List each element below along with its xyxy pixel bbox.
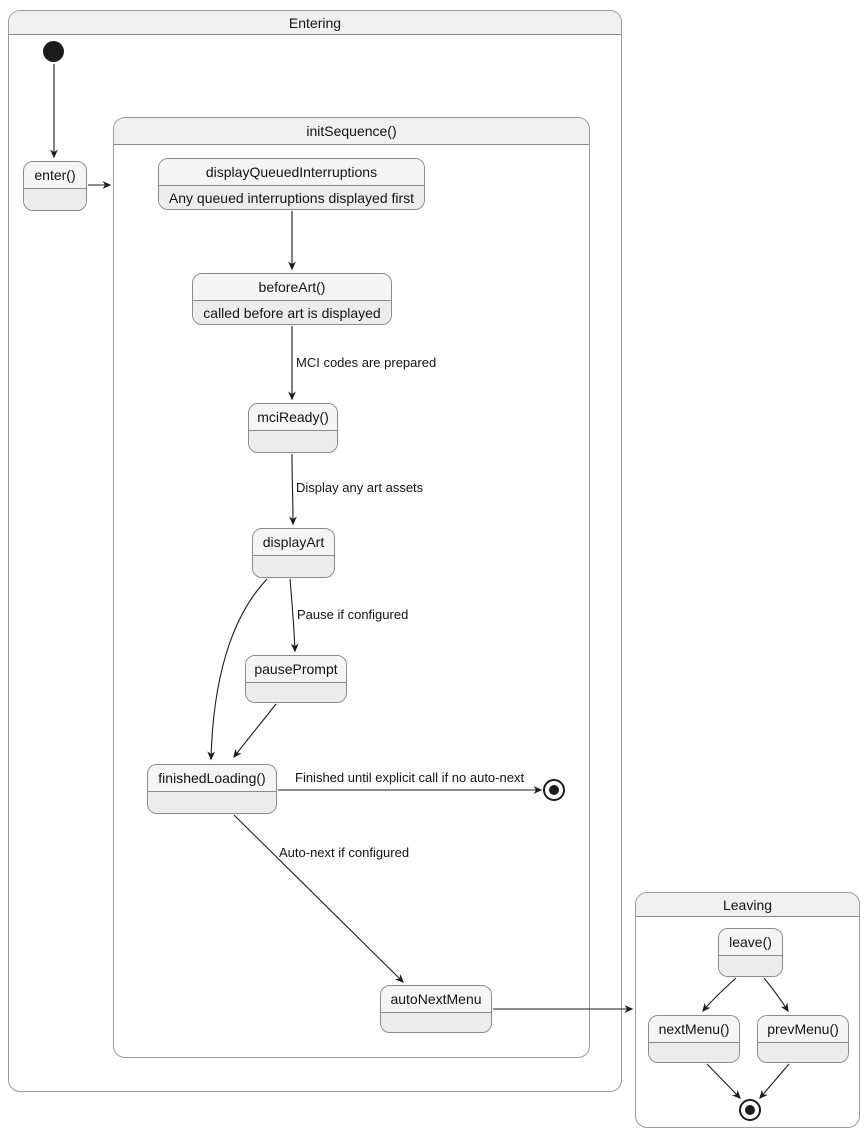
final-state-leaving bbox=[739, 1099, 761, 1121]
state-finished-loading-body bbox=[148, 791, 276, 813]
state-leave-body bbox=[719, 955, 782, 976]
final-state-leaving-dot bbox=[745, 1105, 755, 1115]
final-state-init-sequence-dot bbox=[549, 785, 559, 795]
container-entering-title: Entering bbox=[9, 11, 621, 35]
final-state-init-sequence bbox=[543, 779, 565, 801]
state-mci-ready: mciReady() bbox=[248, 403, 338, 453]
container-leaving-title-label: Leaving bbox=[722, 896, 773, 913]
container-leaving: Leaving bbox=[635, 892, 860, 1128]
state-next-menu: nextMenu() bbox=[648, 1015, 740, 1063]
state-display-art: displayArt bbox=[252, 528, 335, 578]
state-prev-menu-title: prevMenu() bbox=[758, 1016, 848, 1042]
state-pause-prompt-body bbox=[246, 682, 346, 702]
container-init-sequence-title: initSequence() bbox=[114, 118, 589, 145]
state-display-queued-interruptions: displayQueuedInterruptions Any queued in… bbox=[158, 158, 425, 210]
edge-label-display-assets: Display any art assets bbox=[296, 480, 424, 495]
state-pause-prompt-title: pausePrompt bbox=[246, 656, 346, 682]
state-finished-loading: finishedLoading() bbox=[147, 764, 277, 814]
container-init-sequence: initSequence() bbox=[113, 117, 590, 1058]
container-entering-title-label: Entering bbox=[288, 14, 342, 31]
state-before-art-description: called before art is displayed bbox=[193, 300, 391, 324]
edge-label-auto-next-if-configured: Auto-next if configured bbox=[279, 845, 410, 860]
state-before-art-title: beforeArt() bbox=[193, 274, 391, 300]
state-display-queued-interruptions-description: Any queued interruptions displayed first bbox=[159, 185, 424, 209]
state-pause-prompt: pausePrompt bbox=[245, 655, 347, 703]
initial-state-dot bbox=[43, 41, 64, 62]
state-enter-title: enter() bbox=[24, 162, 86, 188]
state-next-menu-body bbox=[649, 1042, 739, 1062]
state-before-art: beforeArt() called before art is display… bbox=[192, 273, 392, 325]
state-mci-ready-body bbox=[249, 430, 337, 452]
state-prev-menu-body bbox=[758, 1042, 848, 1062]
state-enter-body bbox=[24, 188, 86, 210]
state-leave: leave() bbox=[718, 928, 783, 977]
state-prev-menu: prevMenu() bbox=[757, 1015, 849, 1063]
edge-label-pause-if-configured: Pause if configured bbox=[297, 607, 409, 622]
container-init-sequence-title-label: initSequence() bbox=[306, 123, 397, 139]
edge-label-finished-until: Finished until explicit call if no auto-… bbox=[295, 770, 525, 785]
state-enter: enter() bbox=[23, 161, 87, 211]
state-auto-next-menu: autoNextMenu bbox=[380, 985, 492, 1033]
state-auto-next-menu-title: autoNextMenu bbox=[381, 986, 491, 1012]
container-leaving-title: Leaving bbox=[636, 893, 859, 917]
state-leave-title: leave() bbox=[719, 929, 782, 955]
state-next-menu-title: nextMenu() bbox=[649, 1016, 739, 1042]
edge-label-mci-codes: MCI codes are prepared bbox=[296, 355, 437, 370]
state-auto-next-menu-body bbox=[381, 1012, 491, 1032]
state-display-queued-interruptions-title: displayQueuedInterruptions bbox=[159, 159, 424, 185]
state-finished-loading-title: finishedLoading() bbox=[148, 765, 276, 791]
state-mci-ready-title: mciReady() bbox=[249, 404, 337, 430]
state-display-art-body bbox=[253, 555, 334, 577]
state-display-art-title: displayArt bbox=[253, 529, 334, 555]
